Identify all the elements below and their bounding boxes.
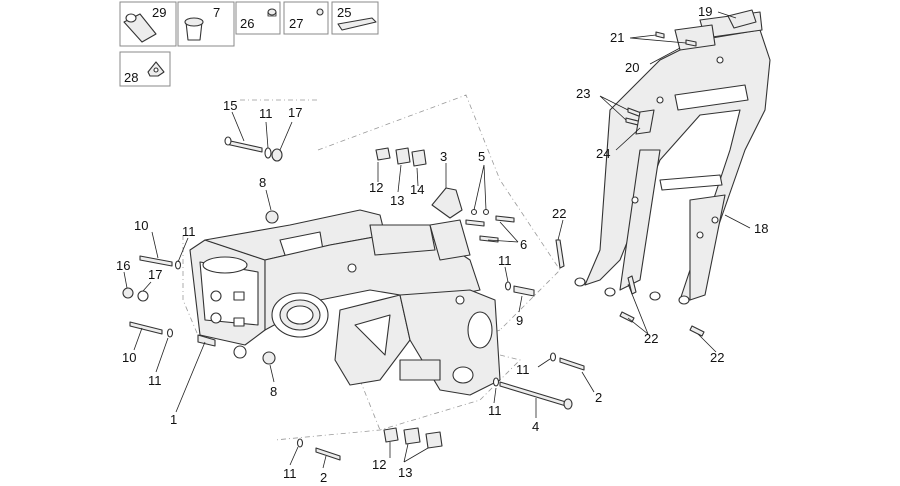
bushings-12-13-bottom [383, 427, 443, 449]
callout-4: 4 [532, 419, 539, 434]
callout-11: 11 [259, 106, 273, 121]
callout-22: 22 [710, 350, 724, 365]
callout-22: 22 [644, 331, 658, 346]
callout-2: 2 [595, 390, 602, 405]
assembly-outline-mid [240, 99, 381, 431]
inset-box-26: 26 [235, 1, 281, 35]
callout-19: 19 [698, 4, 712, 19]
inset-label-28: 28 [124, 70, 138, 85]
callout-20: 20 [625, 60, 639, 75]
inset-label-7: 7 [213, 5, 220, 20]
callout-9: 9 [516, 313, 523, 328]
inset-box-27: 27 [283, 1, 329, 35]
inset-label-27: 27 [289, 16, 303, 31]
inset-box-25: 25 [331, 1, 379, 35]
callout-6: 6 [520, 237, 527, 252]
callout-13: 13 [390, 193, 404, 208]
callout-14: 14 [410, 182, 424, 197]
bushing-8-lower [262, 351, 276, 365]
bracket-3 [431, 187, 463, 219]
bolt-9-group [504, 281, 535, 297]
callout-18: 18 [754, 221, 768, 236]
callout-5: 5 [478, 149, 485, 164]
inset-label-26: 26 [240, 16, 254, 31]
callout-16: 16 [116, 258, 130, 273]
bolt-2-right [549, 352, 585, 371]
callout-8: 8 [259, 175, 266, 190]
callout-2: 2 [320, 470, 327, 485]
callout-17: 17 [288, 105, 302, 120]
callout-1: 1 [170, 412, 177, 427]
bolt-10-lower [129, 321, 174, 338]
callout-3: 3 [440, 149, 447, 164]
assembly-outline-upper [317, 94, 561, 331]
inset-box-7: 7 [177, 1, 235, 47]
callout-21: 21 [610, 30, 624, 45]
bolt-22-mid [555, 239, 565, 269]
bushings-12-13-14-top [375, 147, 427, 167]
callout-11: 11 [283, 466, 297, 481]
callout-11: 11 [498, 253, 512, 268]
bolts-5-6 [465, 208, 515, 243]
callout-11: 11 [148, 373, 162, 388]
callout-13: 13 [398, 465, 412, 480]
inset-box-28: 28 [119, 51, 171, 87]
callout-8: 8 [270, 384, 277, 399]
assembly-outline-left [182, 235, 201, 341]
bracket-19 [727, 9, 757, 29]
callout-22: 22 [552, 206, 566, 221]
nut-16-washer-17 [122, 287, 149, 302]
callout-10: 10 [134, 218, 148, 233]
callout-11: 11 [182, 224, 196, 239]
bolt-2-bottom [296, 438, 341, 461]
callout-24: 24 [596, 146, 610, 161]
screws-23-bracket-24 [625, 107, 655, 135]
callout-12: 12 [372, 457, 386, 472]
callout-17: 17 [148, 267, 162, 282]
inset-label-29: 29 [152, 5, 166, 20]
callout-labels: 15 11 17 8 12 13 14 3 5 6 22 10 11 16 17… [116, 4, 768, 485]
inset-label-25: 25 [337, 5, 351, 20]
callout-11: 11 [488, 403, 502, 418]
bolt-15-group [224, 136, 283, 162]
callout-23: 23 [576, 86, 590, 101]
axle-4 [492, 377, 573, 410]
screws-21 [655, 31, 697, 47]
callout-10: 10 [122, 350, 136, 365]
main-frame [189, 209, 501, 396]
callout-11: 11 [516, 362, 530, 377]
rear-subframe [574, 11, 771, 305]
callout-12: 12 [369, 180, 383, 195]
bushing-8-top [265, 210, 279, 224]
inset-box-29: 29 [119, 1, 177, 47]
leader-lines [123, 11, 751, 469]
callout-15: 15 [223, 98, 237, 113]
